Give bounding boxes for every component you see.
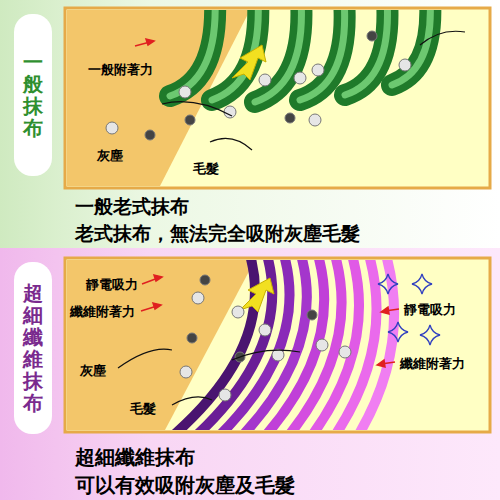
hair-label: 毛髮 xyxy=(130,400,156,418)
side-tab: 一般抹布 xyxy=(14,14,52,176)
caption: 一般老式抹布 xyxy=(75,194,189,220)
force-label: 靜電吸力 xyxy=(404,301,456,319)
caption: 可以有效吸附灰塵及毛髮 xyxy=(75,472,295,499)
hair-label: 毛髮 xyxy=(193,160,219,178)
force-label: 靜電吸力 xyxy=(86,276,138,294)
vertical-title: 超細纖維抹布 xyxy=(23,282,43,414)
bottom-ground xyxy=(0,248,500,500)
side-tab: 超細纖維抹布 xyxy=(14,262,52,434)
dust-label: 灰塵 xyxy=(80,362,106,380)
force-label: 纖維附著力 xyxy=(400,355,465,373)
force-label: 一般附著力 xyxy=(88,61,153,79)
vertical-title: 一般抹布 xyxy=(23,51,43,139)
caption: 老式抹布，無法完全吸附灰塵毛髮 xyxy=(75,221,360,247)
force-label: 纖維附著力 xyxy=(70,303,135,321)
microfiber-scene xyxy=(67,260,399,430)
dust-label: 灰塵 xyxy=(97,147,123,165)
caption: 超細纖維抹布 xyxy=(75,444,195,471)
top-ground xyxy=(0,0,500,248)
old-cloth-scene xyxy=(67,10,465,186)
